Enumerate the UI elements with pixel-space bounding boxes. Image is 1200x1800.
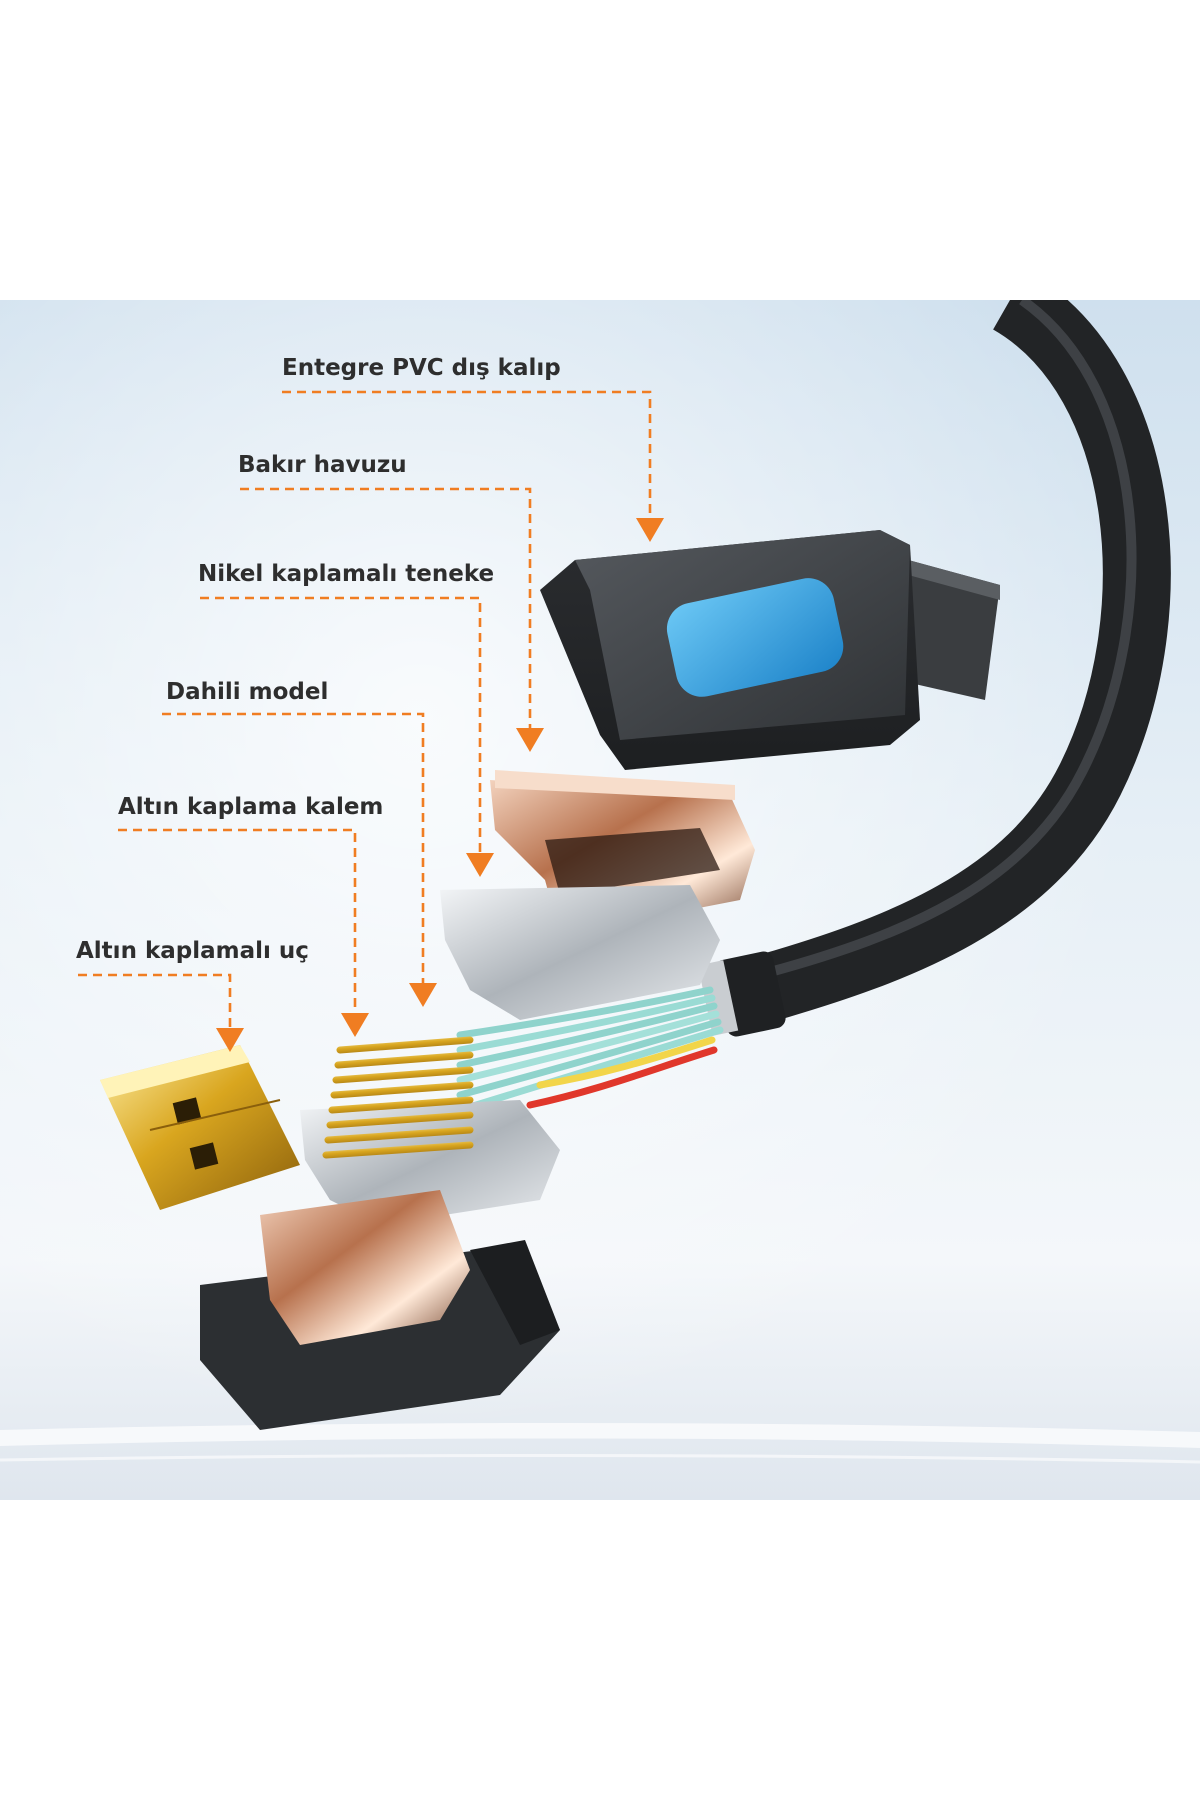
wire-bundle-icon — [456, 951, 786, 1114]
label-copper-shell: Bakır havuzu — [238, 452, 544, 752]
upper-housing-icon — [540, 530, 1000, 770]
label-gold-tip: Altın kaplamalı uç — [76, 938, 309, 1052]
gold-plug-icon — [100, 1045, 300, 1210]
label-gold-pins: Altın kaplama kalem — [118, 794, 383, 1037]
cable-icon — [750, 300, 1171, 1023]
arrow-down-icon — [466, 853, 494, 877]
label-text: Entegre PVC dış kalıp — [282, 355, 561, 381]
label-text: Bakır havuzu — [238, 452, 407, 478]
label-text: Nikel kaplamalı teneke — [198, 561, 494, 587]
arrow-down-icon — [216, 1028, 244, 1052]
label-pvc-shell: Entegre PVC dış kalıp — [282, 355, 664, 542]
gold-pins-icon — [322, 1036, 474, 1159]
label-nickel-shell: Nikel kaplamalı teneke — [198, 561, 494, 877]
arrow-down-icon — [516, 728, 544, 752]
arrow-down-icon — [341, 1013, 369, 1037]
lower-housing-icon — [200, 1190, 560, 1430]
blue-window — [666, 578, 844, 697]
nickel-shield-icon — [300, 885, 720, 1225]
arrow-down-icon — [636, 518, 664, 542]
label-inner-model: Dahili model — [162, 679, 437, 1007]
arrow-down-icon — [409, 983, 437, 1007]
label-text: Dahili model — [166, 679, 328, 705]
label-text: Altın kaplama kalem — [118, 794, 383, 820]
label-text: Altın kaplamalı uç — [76, 938, 309, 964]
